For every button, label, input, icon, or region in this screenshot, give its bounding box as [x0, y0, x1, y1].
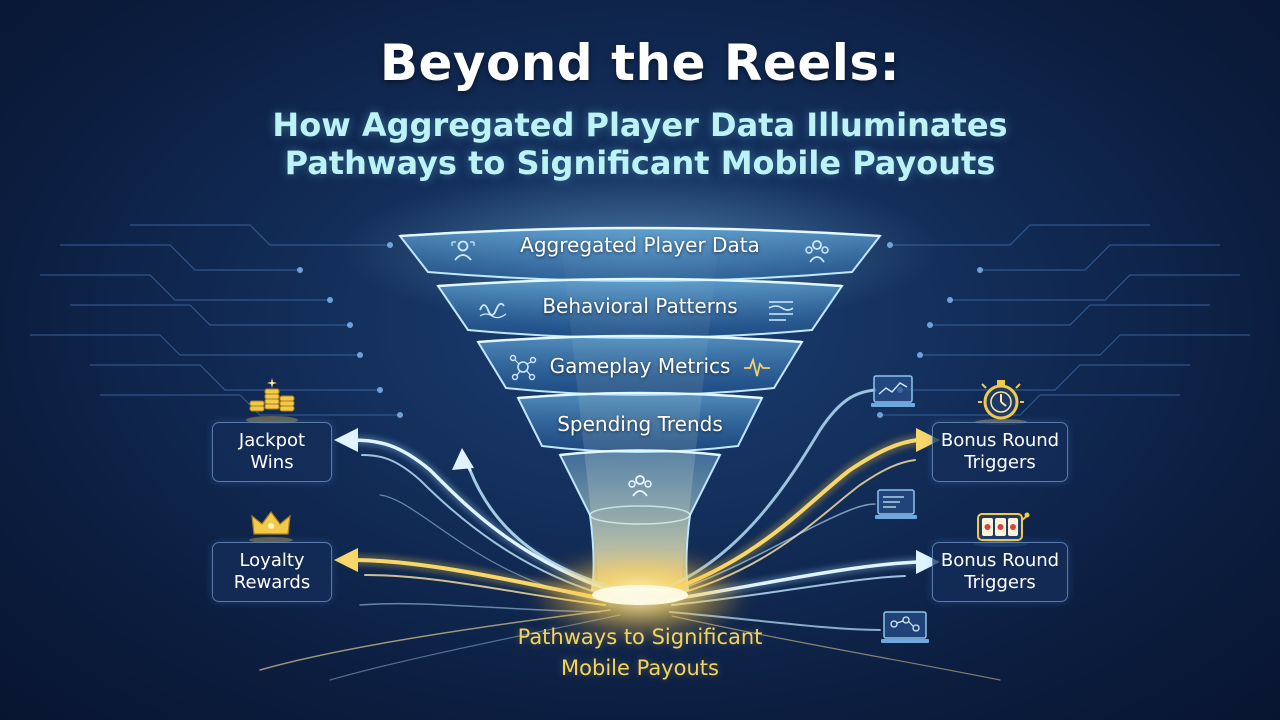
page-subtitle-line2: Pathways to Significant Mobile Payouts — [284, 144, 996, 182]
lines-icon — [768, 301, 794, 321]
funnel — [398, 226, 882, 591]
arrowheads-right — [916, 428, 940, 574]
funnel-stage-aggregated-player-data: Aggregated Player Data — [520, 233, 760, 257]
outcome-bonus-round-triggers-lower-line2: Triggers — [964, 572, 1036, 593]
outcome-loyalty-rewards-line1: Loyalty — [239, 550, 305, 571]
outcome-loyalty-rewards: Loyalty Rewards — [212, 542, 332, 602]
outcome-bonus-round-triggers-upper: Bonus Round Triggers — [932, 422, 1068, 482]
laptop-network-icon — [881, 611, 929, 643]
funnel-stage-spending-trends: Spending Trends — [557, 412, 723, 436]
funnel-stage-gameplay-metrics: Gameplay Metrics — [549, 354, 731, 378]
outcome-bonus-round-triggers-lower-line1: Bonus Round — [940, 550, 1060, 571]
payout-label-line2: Mobile Payouts — [561, 656, 719, 680]
user-group-icon — [805, 240, 829, 263]
coin-stack-icon — [246, 378, 298, 424]
outcome-bonus-round-triggers-lower: Bonus Round Triggers — [932, 542, 1068, 602]
users-icon — [451, 240, 475, 261]
laptop-document-icon — [875, 489, 917, 519]
stopwatch-icon — [975, 380, 1027, 425]
crown-icon — [249, 511, 293, 543]
network-icon — [509, 354, 537, 381]
arrowheads-left — [334, 428, 474, 572]
outcome-jackpot-wins: Jackpot Wins — [212, 422, 332, 482]
payout-label: Pathways to Significant Mobile Payouts — [440, 622, 840, 684]
spout-user-group-icon — [628, 475, 652, 497]
outcome-bonus-round-triggers-upper-line2: Triggers — [964, 452, 1036, 473]
circuit-lines-left — [30, 224, 400, 416]
outcome-bonus-round-triggers-upper-line1: Bonus Round — [940, 430, 1060, 451]
funnel-stage-behavioral-patterns: Behavioral Patterns — [542, 294, 738, 318]
payout-label-line1: Pathways to Significant — [517, 625, 763, 649]
outcome-loyalty-rewards-line2: Rewards — [233, 572, 311, 593]
pulse-icon — [744, 356, 770, 377]
outcome-jackpot-wins-line1: Jackpot — [238, 430, 306, 451]
page-subtitle-line1: How Aggregated Player Data Illuminates — [272, 106, 1008, 144]
wave-icon — [479, 302, 507, 319]
laptop-chart-icon — [871, 375, 915, 407]
page-title: Beyond the Reels: — [379, 34, 901, 92]
circuit-lines-right — [880, 224, 1250, 416]
outcome-jackpot-wins-line2: Wins — [250, 452, 294, 473]
